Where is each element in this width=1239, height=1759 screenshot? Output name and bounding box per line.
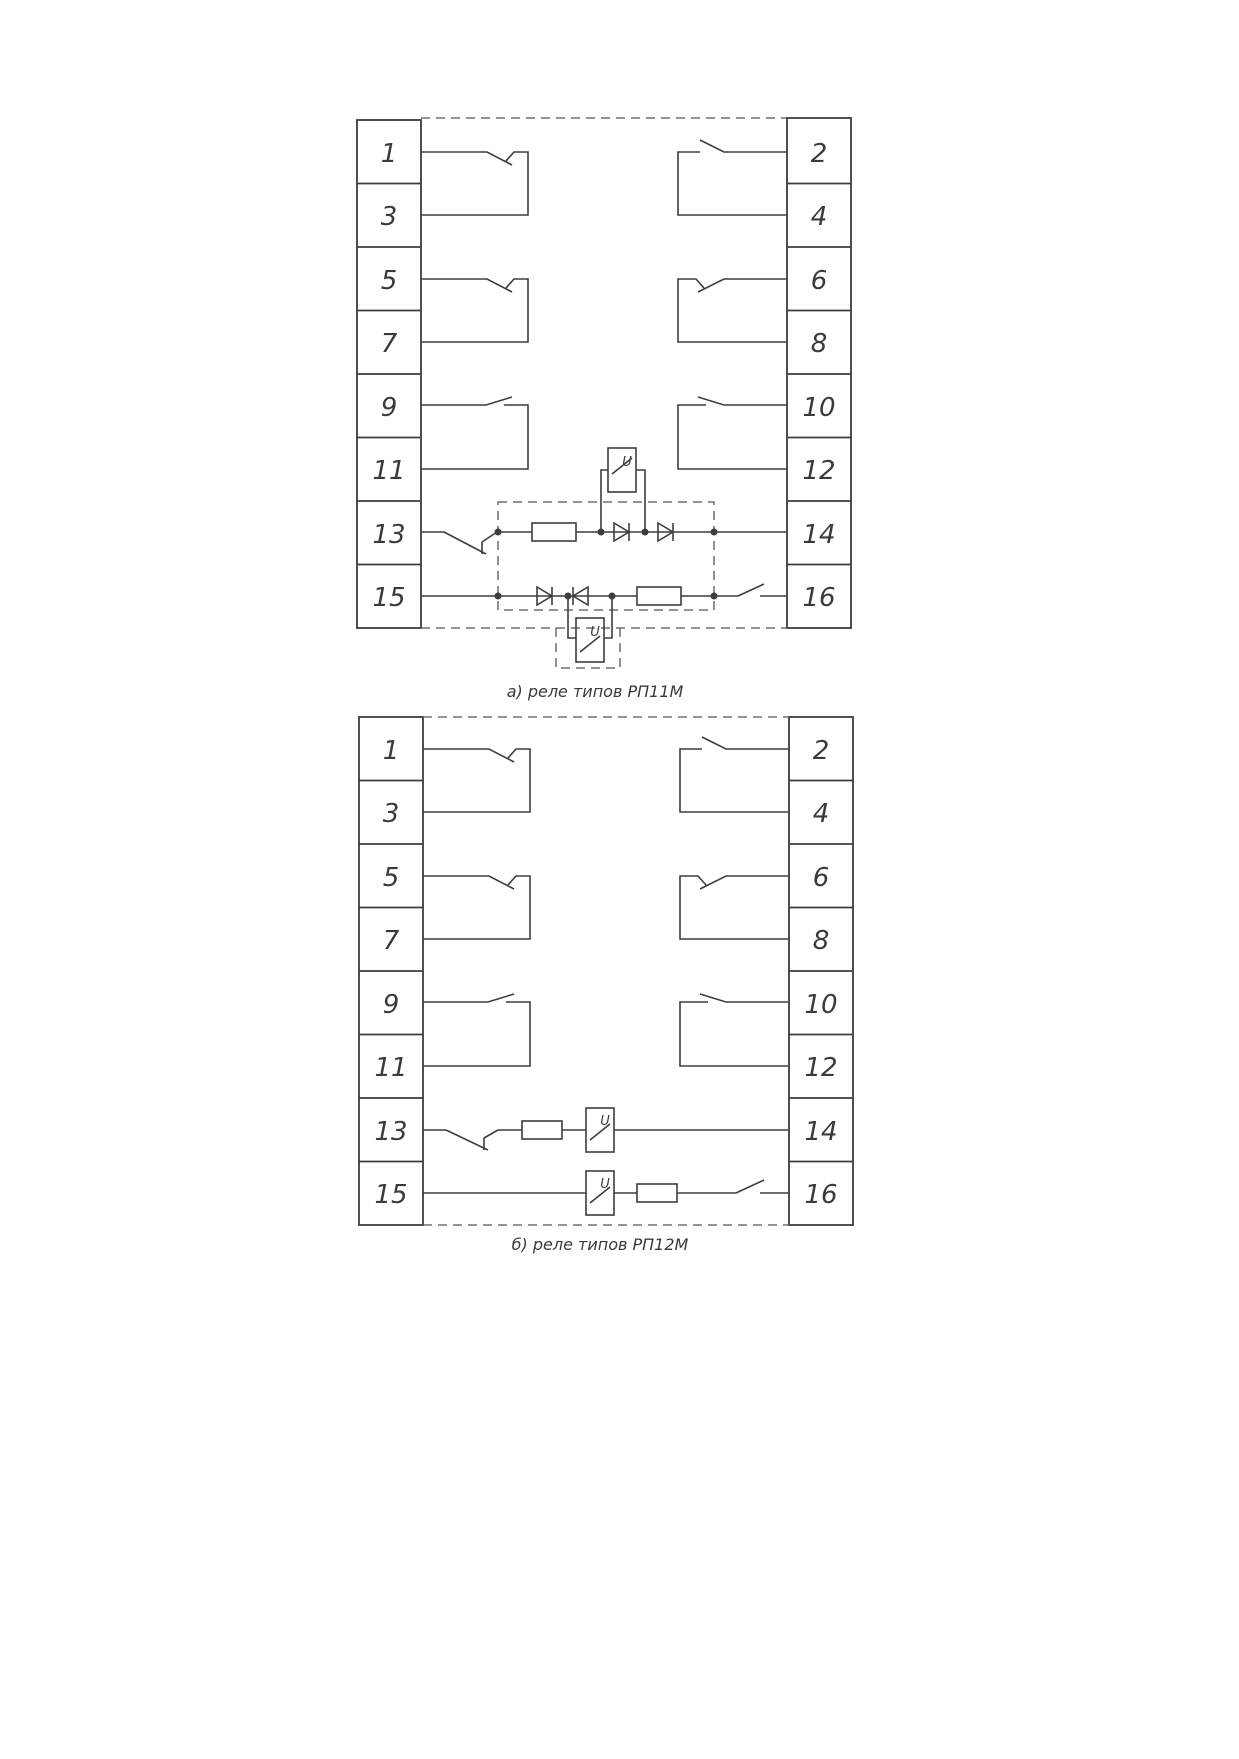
diagram-a-left-terminal-block <box>356 119 422 629</box>
diagram-a-terminal-1: 1 <box>381 139 398 169</box>
diagram-a: 1 3 5 7 9 11 13 15 2 4 6 8 10 12 14 16 <box>356 117 852 701</box>
diagram-b-circuit-15-16: U <box>423 1170 789 1216</box>
diagram-a-terminal-12: 12 <box>802 456 835 486</box>
diagram-a-terminal-14: 14 <box>802 520 835 550</box>
diagram-a-right-terminal-block <box>786 117 852 629</box>
diagram-b-terminal-3: 3 <box>383 799 400 829</box>
diagram-a-terminal-16: 16 <box>802 583 835 613</box>
diagram-a-contact-2-4 <box>677 139 787 216</box>
diagram-a-contact-5-7 <box>421 278 529 343</box>
diagram-b-terminal-7: 7 <box>383 926 400 956</box>
diagram-b-terminal-10: 10 <box>804 990 837 1020</box>
diagram-b-caption: б) реле типов РП12М <box>512 1235 689 1254</box>
diagram-a-circuit-15-16: U <box>421 583 787 669</box>
diagram-b-terminal-5: 5 <box>383 863 400 893</box>
diagram-b-contact-5-7 <box>423 875 531 940</box>
diagram-a-diode-1 <box>613 521 631 543</box>
diagram-a-terminal-9: 9 <box>381 393 398 423</box>
diagram-a-contact-6-8 <box>677 278 787 343</box>
diagram-b-terminal-16: 16 <box>804 1180 837 1210</box>
diagram-b-terminal-2: 2 <box>813 736 830 766</box>
diagram-a-contact-10-12 <box>677 396 787 470</box>
diagram-b-terminal-15: 15 <box>374 1180 407 1210</box>
diagram-a-diode-4 <box>571 585 589 607</box>
diagram-a-contact-1-3 <box>421 151 529 216</box>
diagram-b-terminal-6: 6 <box>813 863 830 893</box>
diagram-a-coil-lower: U <box>575 617 605 663</box>
diagram-b-terminal-8: 8 <box>813 926 830 956</box>
diagram-b-terminal-14: 14 <box>804 1117 837 1147</box>
diagram-b-contact-9-11 <box>423 993 531 1067</box>
diagram-a-diode-2 <box>657 521 675 543</box>
diagram-a-terminal-11: 11 <box>372 456 405 486</box>
diagram-b-contact-2-4 <box>679 736 789 813</box>
diagram-a-terminal-7: 7 <box>381 329 398 359</box>
diagram-a-coil-lower-label: U <box>590 625 600 640</box>
diagram-a-terminal-3: 3 <box>381 202 398 232</box>
diagram-b-coil-2: U <box>585 1170 615 1216</box>
diagram-a-contact-9-11 <box>421 396 529 470</box>
diagram-a-terminal-4: 4 <box>811 202 828 232</box>
diagram-a-terminal-2: 2 <box>811 139 828 169</box>
diagram-b-terminal-13: 13 <box>374 1117 407 1147</box>
diagram-b-left-terminal-block <box>358 716 424 1226</box>
diagram-b-terminal-11: 11 <box>374 1053 407 1083</box>
diagram-b: 1 3 5 7 9 11 13 15 2 4 6 8 10 12 14 16 <box>358 716 854 1254</box>
diagram-b-coil-1: U <box>585 1107 615 1153</box>
diagram-a-resistor-1 <box>531 522 577 542</box>
diagram-b-contact-1-3 <box>423 748 531 813</box>
diagram-b-coil-1-label: U <box>600 1114 610 1129</box>
diagram-b-circuit-13-14: U <box>423 1107 789 1153</box>
diagram-a-terminal-8: 8 <box>811 329 828 359</box>
diagram-a-terminal-10: 10 <box>802 393 835 423</box>
diagram-a-diode-3 <box>536 585 554 607</box>
diagram-b-contact-6-8 <box>679 875 789 940</box>
diagram-a-resistor-2 <box>636 586 682 606</box>
diagram-b-terminal-12: 12 <box>804 1053 837 1083</box>
diagram-b-resistor-2 <box>636 1183 678 1203</box>
diagram-b-contact-10-12 <box>679 993 789 1067</box>
diagram-a-circuit-13-14: U <box>421 447 787 555</box>
diagram-a-coil-circuit-enclosure <box>497 501 715 611</box>
diagram-a-terminal-15: 15 <box>372 583 405 613</box>
diagram-a-coil-upper: U <box>607 447 637 493</box>
diagram-a-coil-upper-label: U <box>622 455 632 470</box>
diagram-b-terminal-9: 9 <box>383 990 400 1020</box>
diagram-a-terminal-13: 13 <box>372 520 405 550</box>
diagram-b-coil-2-label: U <box>600 1177 610 1192</box>
diagram-b-resistor-1 <box>521 1120 563 1140</box>
diagram-a-terminal-5: 5 <box>381 266 398 296</box>
diagram-a-terminal-6: 6 <box>811 266 828 296</box>
diagram-b-terminal-4: 4 <box>813 799 830 829</box>
diagram-b-right-terminal-block <box>788 716 854 1226</box>
diagram-a-caption: а) реле типов РП11М <box>507 682 684 701</box>
diagram-b-terminal-1: 1 <box>383 736 400 766</box>
